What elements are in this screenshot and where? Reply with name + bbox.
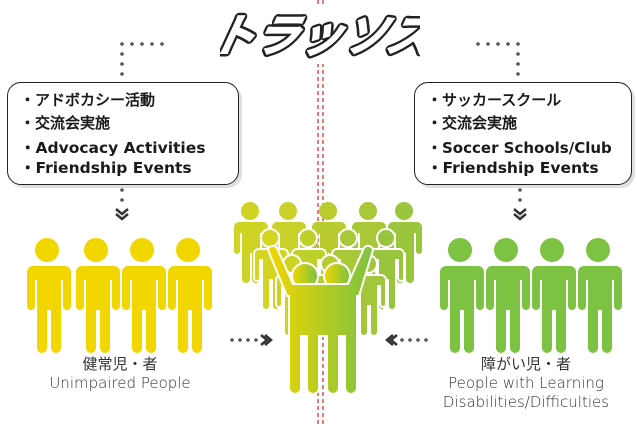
right-item-2: ・交流会実施	[427, 114, 518, 132]
center-cheering-pair	[266, 244, 375, 395]
right-down-chevron-icon	[513, 208, 527, 221]
right-item-3: ・Soccer Schools/Club	[427, 139, 612, 157]
title-logo: トラッソス トラッソス	[203, 6, 441, 65]
right-activity-box: ・サッカースクール ・交流会実施 ・Soccer Schools/Club ・F…	[414, 82, 632, 185]
left-caption-en: Unimpaired People	[49, 374, 191, 392]
left-item-2: ・交流会実施	[20, 114, 111, 132]
right-arrow-icon	[260, 334, 273, 346]
left-activity-box: ・アドボカシー活動 ・交流会実施 ・Advocacy Activities ・F…	[7, 82, 239, 185]
right-caption-jp: 障がい児・者	[480, 355, 571, 373]
left-caption: 健常児・者 Unimpaired People	[20, 355, 220, 393]
title-logo-graphic: トラッソス トラッソス	[203, 8, 441, 65]
left-item-4: ・Friendship Events	[20, 159, 192, 177]
left-caption-jp: 健常児・者	[82, 355, 158, 373]
left-item-1: ・アドボカシー活動	[20, 91, 156, 109]
left-down-chevron-icon	[115, 208, 129, 221]
left-item-3: ・Advocacy Activities	[20, 139, 206, 157]
right-item-1: ・サッカースクール	[427, 91, 562, 109]
unimpaired-people-group	[27, 238, 212, 353]
left-arrow-icon	[385, 334, 398, 346]
svg-text:トラッソス: トラッソス	[220, 11, 420, 61]
svg-text:トラッソス: トラッソス	[220, 11, 420, 61]
right-caption-en: People with Learning	[448, 374, 604, 392]
right-item-4: ・Friendship Events	[427, 159, 599, 177]
ld-people-group	[440, 238, 622, 353]
right-caption-en2: Disabilities/Difficulties	[442, 393, 610, 411]
right-caption: 障がい児・者 People with Learning Disabilities…	[420, 355, 632, 412]
